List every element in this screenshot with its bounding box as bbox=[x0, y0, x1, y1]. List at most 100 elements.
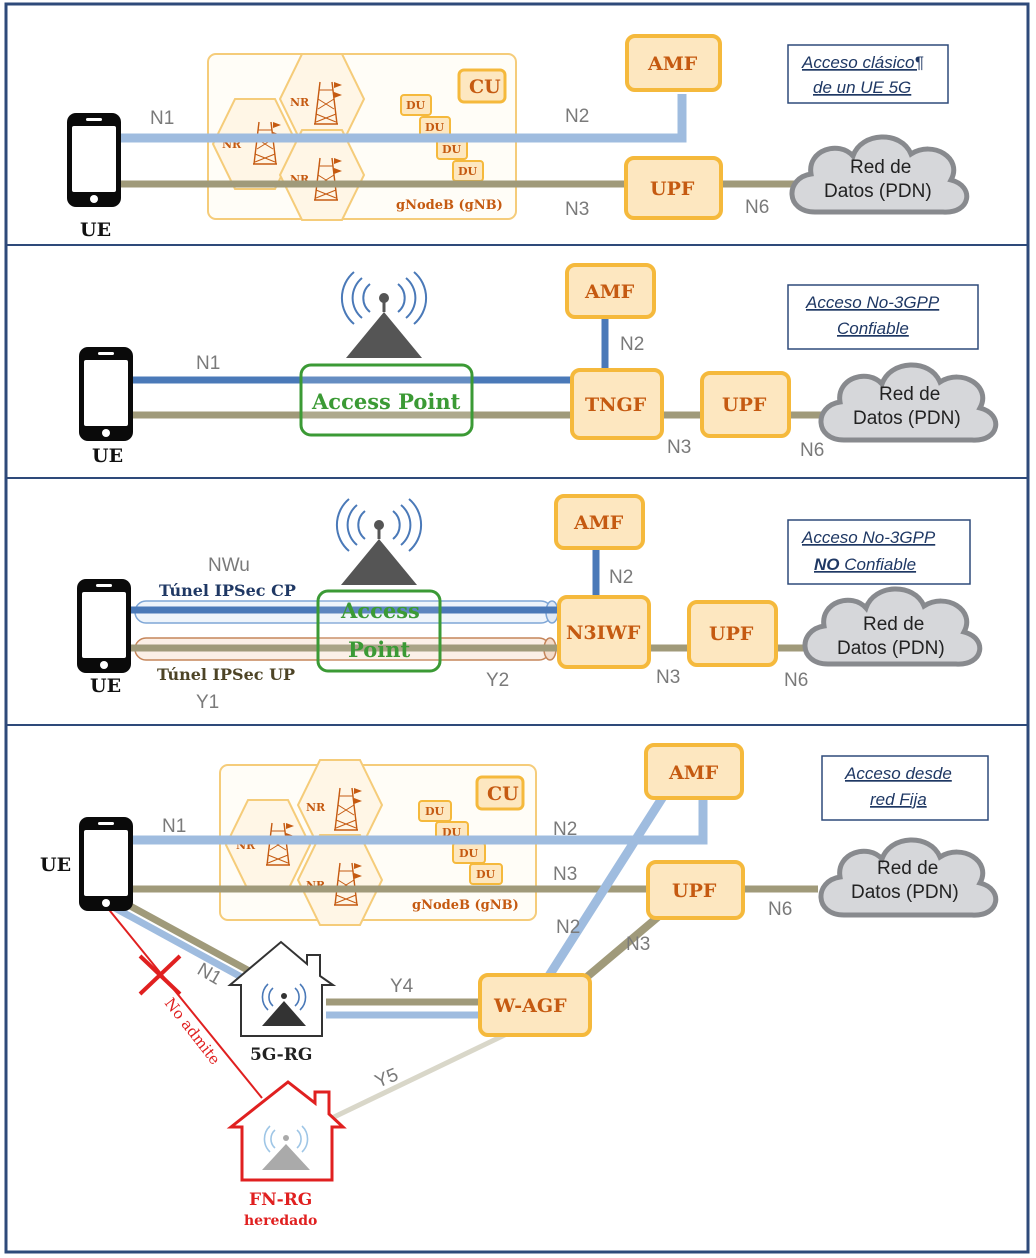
svg-text:UPF: UPF bbox=[722, 394, 767, 416]
access-point-box: Access Point bbox=[316, 589, 442, 673]
svg-text:AMF: AMF bbox=[584, 281, 635, 303]
svg-text:Datos (PDN): Datos (PDN) bbox=[851, 882, 959, 903]
tngf-box: TNGF bbox=[570, 368, 664, 440]
svg-text:Access Point: Access Point bbox=[311, 389, 461, 414]
ue-rg-up-link bbox=[110, 892, 264, 982]
svg-text:Red de: Red de bbox=[879, 384, 940, 405]
n6-label: N6 bbox=[800, 440, 824, 461]
upf-box: UPF bbox=[700, 371, 791, 438]
amf-box: AMF bbox=[625, 34, 722, 92]
data-network-cloud-icon: Red de Datos (PDN) bbox=[805, 589, 980, 664]
upf-box: UPF bbox=[624, 156, 723, 220]
ue-label: UE bbox=[90, 675, 121, 697]
tunnel-up-label: Túnel IPSec UP bbox=[157, 665, 295, 684]
amf-box: AMF bbox=[554, 494, 645, 550]
svg-text:Red de: Red de bbox=[863, 614, 924, 635]
du-box: DU bbox=[469, 863, 503, 885]
n2-label: N2 bbox=[553, 819, 577, 840]
wagf-amf-n2-link bbox=[541, 789, 670, 985]
svg-text:Point: Point bbox=[348, 637, 410, 662]
no-admite-label: No admite bbox=[161, 994, 224, 1068]
not-supported-x-icon bbox=[138, 954, 182, 996]
svg-text:Red de: Red de bbox=[877, 858, 938, 879]
cu-box: CU bbox=[457, 68, 507, 104]
fn-rg-house-icon bbox=[226, 1080, 347, 1182]
svg-text:DU: DU bbox=[425, 121, 445, 134]
svg-text:UPF: UPF bbox=[709, 623, 754, 645]
svg-text:AMF: AMF bbox=[647, 53, 698, 75]
svg-text:AMF: AMF bbox=[668, 762, 719, 784]
data-network-cloud-icon: Red de Datos (PDN) bbox=[821, 365, 996, 440]
n6-label: N6 bbox=[745, 197, 769, 218]
nr-cell: NR bbox=[279, 53, 365, 145]
access-point-icon bbox=[335, 497, 423, 587]
n3iwf-box: N3IWF bbox=[557, 595, 651, 669]
data-network-cloud-icon: Red de Datos (PDN) bbox=[792, 137, 967, 212]
cu-box: CU bbox=[475, 775, 525, 811]
panel-untrusted-non3gpp: Access Point AMF N3IWF UPF UE NWu Túnel … bbox=[77, 494, 980, 713]
ue-rg-cp-link bbox=[102, 898, 256, 988]
n1-n2-link bbox=[130, 797, 708, 845]
svg-text:CU: CU bbox=[469, 76, 501, 98]
data-network-cloud-icon: Red de Datos (PDN) bbox=[821, 840, 996, 915]
n1-label: N1 bbox=[162, 816, 186, 837]
n3-label: N3 bbox=[553, 864, 577, 885]
5g-rg-label: 5G-RG bbox=[250, 1045, 312, 1065]
svg-text:TNGF: TNGF bbox=[585, 394, 647, 416]
y2-label: Y2 bbox=[486, 670, 509, 691]
panel-fixed-access: NR NR NR DU DU DU DU CU gNodeB (gNB) No … bbox=[40, 743, 996, 1229]
not-supported-link bbox=[105, 905, 263, 1099]
panel-classic-5g: NR NR NR DU DU DU DU CU gNodeB (gNB) AMF… bbox=[67, 34, 967, 241]
n6-label: N6 bbox=[784, 670, 808, 691]
svg-text:Acceso desde: Acceso desde bbox=[844, 764, 952, 783]
svg-text:DU: DU bbox=[442, 143, 462, 156]
y4-label: Y4 bbox=[390, 976, 414, 997]
svg-text:N3IWF: N3IWF bbox=[566, 622, 641, 644]
access-point-icon bbox=[340, 270, 428, 360]
svg-text:Datos (PDN): Datos (PDN) bbox=[837, 638, 945, 659]
svg-text:NR: NR bbox=[306, 801, 326, 814]
du-box: DU bbox=[436, 138, 468, 160]
svg-text:Datos (PDN): Datos (PDN) bbox=[824, 181, 932, 202]
upf-box: UPF bbox=[646, 860, 745, 920]
n3-label: N3 bbox=[565, 199, 589, 220]
svg-text:red Fija: red Fija bbox=[870, 790, 927, 809]
note-box: Acceso clásico¶ de un UE 5G bbox=[787, 44, 949, 104]
access-point-box: Access Point bbox=[299, 363, 474, 437]
n2b-label: N2 bbox=[556, 917, 580, 938]
gnb-label: gNodeB (gNB) bbox=[396, 198, 503, 213]
svg-text:UPF: UPF bbox=[650, 178, 695, 200]
du-box: DU bbox=[418, 800, 452, 822]
amf-box: AMF bbox=[565, 263, 656, 319]
upf-box: UPF bbox=[687, 600, 778, 667]
y5-link bbox=[330, 1027, 517, 1121]
panel-trusted-non3gpp: Access Point AMF TNGF UPF UE N1 N2 N3 N6… bbox=[79, 263, 996, 467]
svg-text:Access: Access bbox=[340, 598, 420, 623]
svg-text:Confiable: Confiable bbox=[837, 319, 909, 338]
n2-label: N2 bbox=[565, 106, 589, 127]
outer-border bbox=[4, 2, 1030, 1254]
heredado-label: heredado bbox=[244, 1213, 317, 1229]
5g-rg-house-icon bbox=[227, 940, 337, 1037]
svg-text:UPF: UPF bbox=[672, 880, 717, 902]
gnb-label: gNodeB (gNB) bbox=[412, 898, 519, 913]
nwu-label: NWu bbox=[208, 555, 250, 576]
svg-text:DU: DU bbox=[406, 99, 426, 112]
n3-label: N3 bbox=[656, 667, 680, 688]
ue-label: UE bbox=[40, 854, 71, 876]
tunnel-cp-label: Túnel IPSec CP bbox=[159, 581, 296, 600]
n1-n2-link bbox=[120, 94, 687, 143]
note-box: Acceso No-3GPP NO Confiable bbox=[787, 519, 971, 585]
ue-phone-icon bbox=[67, 113, 121, 207]
svg-text:AMF: AMF bbox=[573, 512, 624, 534]
ue-phone-icon bbox=[79, 347, 133, 441]
du-box: DU bbox=[400, 94, 432, 116]
svg-text:Datos (PDN): Datos (PDN) bbox=[853, 408, 961, 429]
wagf-box: W-AGF bbox=[478, 973, 592, 1037]
svg-text:Acceso No-3GPP: Acceso No-3GPP bbox=[805, 293, 940, 312]
svg-text:NO Confiable: NO Confiable bbox=[814, 555, 916, 574]
du-box: DU bbox=[452, 842, 486, 864]
svg-text:Acceso clásico¶: Acceso clásico¶ bbox=[801, 53, 924, 72]
note-box: Acceso No-3GPP Confiable bbox=[787, 284, 979, 350]
note-box: Acceso desde red Fija bbox=[821, 755, 989, 821]
